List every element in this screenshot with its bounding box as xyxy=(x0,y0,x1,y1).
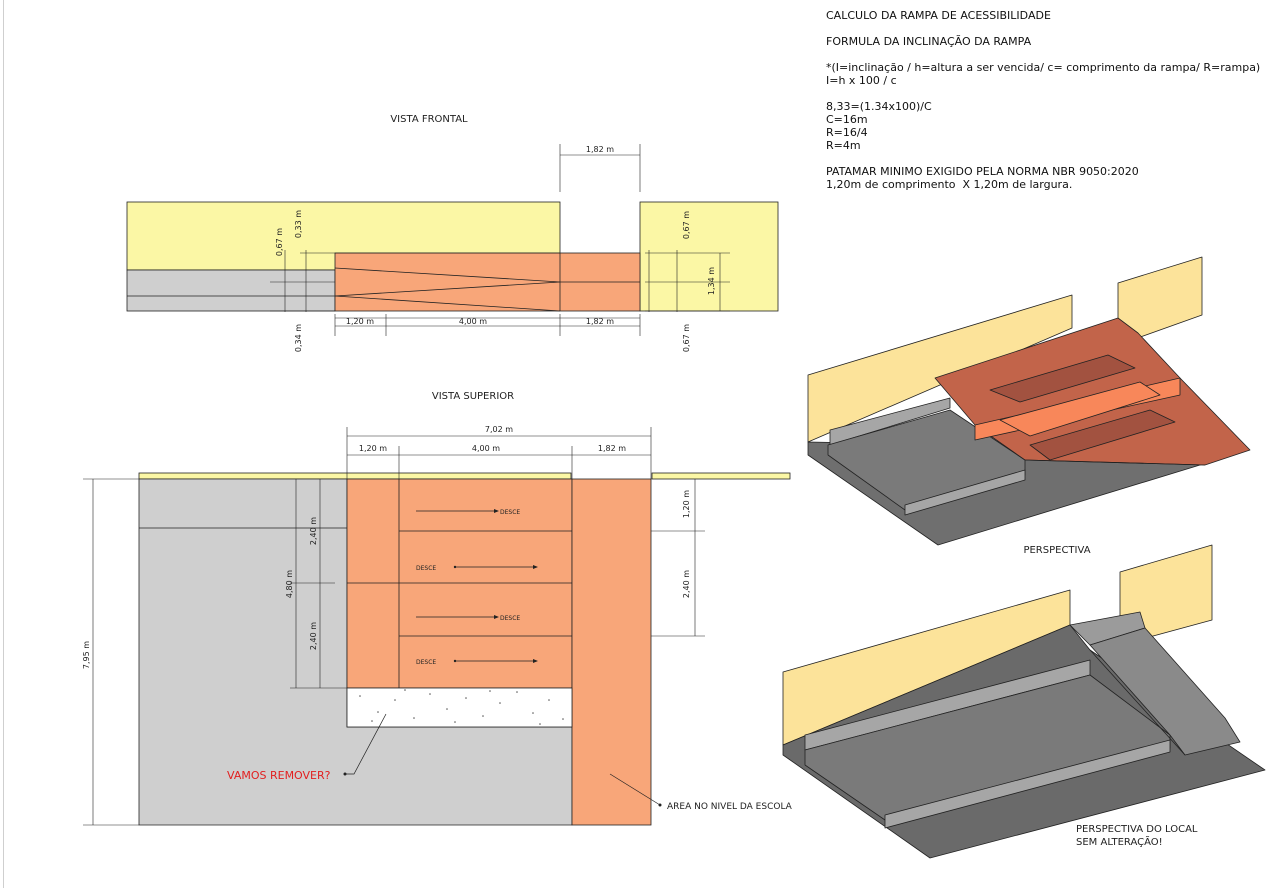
flow-arrow-4: DESCE xyxy=(416,659,538,666)
perspective-local-caption-1: PERSPECTIVA DO LOCAL xyxy=(1076,824,1198,835)
svg-text:DESCE: DESCE xyxy=(500,615,520,622)
top-ramp xyxy=(346,478,573,689)
perspective-existing: PERSPECTIVA DO LOCAL SEM ALTERAÇÃO! xyxy=(782,544,1266,859)
top-school-level-area xyxy=(571,478,652,826)
formula-legend: *(I=inclinação / h=altura a ser vencida/… xyxy=(826,61,1261,74)
front-wall-right xyxy=(639,201,779,312)
top-dim-left-upper: 2,40 m xyxy=(309,517,318,545)
flow-arrow-2: DESCE xyxy=(416,565,538,572)
front-dim-right-lower: 0,67 m xyxy=(682,324,691,352)
front-dim-ramp: 4,00 m xyxy=(459,317,487,326)
formula: I=h x 100 / c xyxy=(826,74,897,87)
calculation-notes: CALCULO DA RAMPA DE ACESSIBILIDADE FORMU… xyxy=(826,9,1260,191)
top-dim-left-lower: 2,40 m xyxy=(309,622,318,650)
calc-step-4: R=4m xyxy=(826,139,861,152)
top-removal-area xyxy=(346,687,573,728)
calc-step-1: 8,33=(1.34x100)/C xyxy=(826,100,932,113)
top-dim-left-total: 4,80 m xyxy=(285,570,294,598)
front-dim-landing: 1,20 m xyxy=(346,317,374,326)
front-dim-top-gap: 1,82 m xyxy=(586,145,614,154)
flow-arrow-3: DESCE xyxy=(416,615,520,622)
top-dim-total: 7,02 m xyxy=(485,425,513,434)
front-dim-left-lower: 0,34 m xyxy=(294,324,303,352)
norm-detail: 1,20m de comprimento X 1,20m de largura. xyxy=(826,178,1073,191)
formula-heading: FORMULA DA INCLINAÇÃO DA RAMPA xyxy=(826,35,1032,48)
remove-note: VAMOS REMOVER? xyxy=(227,769,331,782)
top-dim-right-upper: 1,20 m xyxy=(682,490,691,518)
svg-text:DESCE: DESCE xyxy=(416,565,436,572)
perspective-local-caption-2: SEM ALTERAÇÃO! xyxy=(1076,835,1163,848)
perspective-caption: PERSPECTIVA xyxy=(1023,545,1090,556)
school-level-note: AREA NO NIVEL DA ESCOLA xyxy=(667,802,793,812)
top-view-title: VISTA SUPERIOR xyxy=(432,391,514,402)
calc-step-2: C=16m xyxy=(826,113,868,126)
top-dim-right: 1,82 m xyxy=(598,444,626,453)
perspective-proposed: PERSPECTIVA xyxy=(807,256,1251,556)
svg-text:DESCE: DESCE xyxy=(500,509,520,516)
top-dim-ramp: 4,00 m xyxy=(472,444,500,453)
top-wall-right xyxy=(651,472,791,480)
front-dim-left-total: 0,67 m xyxy=(275,228,284,256)
flow-arrow-1: DESCE xyxy=(416,509,520,516)
top-dim-landing: 1,20 m xyxy=(359,444,387,453)
front-existing-steps xyxy=(126,269,336,312)
front-dim-right: 1,82 m xyxy=(586,317,614,326)
norm-heading: PATAMAR MINIMO EXIGIDO PELA NORMA NBR 90… xyxy=(826,165,1139,178)
top-dim-overall-height: 7,95 m xyxy=(82,641,91,669)
front-dim-left-upper: 0,33 m xyxy=(294,210,303,238)
front-view: VISTA FRONTAL 1,82 m xyxy=(126,114,779,352)
top-view: VISTA SUPERIOR xyxy=(82,391,793,826)
top-wall-left xyxy=(138,472,572,480)
front-dim-right-total: 1,34 m xyxy=(707,267,716,295)
page-edge xyxy=(3,0,4,888)
top-dim-right-lower: 2,40 m xyxy=(682,570,691,598)
front-dim-right-upper: 0,67 m xyxy=(682,211,691,239)
svg-text:DESCE: DESCE xyxy=(416,659,436,666)
front-view-title: VISTA FRONTAL xyxy=(390,114,468,125)
calc-step-3: R=16/4 xyxy=(826,126,868,139)
calc-title: CALCULO DA RAMPA DE ACESSIBILIDADE xyxy=(826,9,1051,22)
